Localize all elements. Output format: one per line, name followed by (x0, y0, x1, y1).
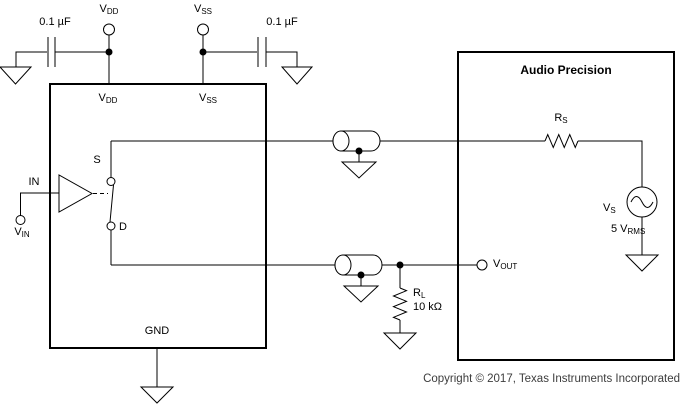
ac-source (624, 186, 660, 272)
device-ground (139, 348, 175, 404)
switch-drain-contact (106, 221, 116, 231)
terminal-circle (15, 215, 26, 225)
input-network (15, 174, 108, 225)
ground-symbol (342, 285, 380, 303)
rl-label: RL (413, 287, 426, 300)
top-signal-path (111, 133, 643, 187)
ground-symbol (0, 66, 33, 85)
audio-precision-box (457, 51, 675, 361)
vs-label: VS (603, 202, 616, 215)
cap-right-value-label: 0.1 µF (266, 16, 298, 28)
wire (15, 51, 47, 67)
junction-dot (105, 48, 113, 56)
capacitor-symbol (47, 37, 56, 67)
coax-end-ellipse (334, 254, 352, 276)
coax-cable-top (332, 130, 381, 179)
spdt-switch (106, 141, 116, 265)
rs-label: RS (554, 112, 568, 125)
wire (578, 140, 643, 187)
vss-terminal-label: VSS (193, 3, 213, 16)
vdd-terminal-label: VDD (99, 3, 119, 16)
d-pin-label: D (119, 221, 127, 233)
switch-arm (109, 184, 114, 223)
switch-source-contact (106, 177, 116, 186)
terminal-circle (103, 23, 115, 36)
wire (266, 51, 298, 67)
ground-symbol (280, 66, 314, 85)
terminal-circle (197, 23, 209, 36)
copyright-text: Copyright © 2017, Texas Instruments Inco… (423, 373, 680, 385)
vss-decoupling-network (203, 37, 314, 85)
vin-terminal-label: VIN (14, 226, 30, 239)
vout-terminal-circle (476, 259, 488, 271)
vss-pin-label: VSS (198, 92, 218, 105)
vdd-pin-label: VDD (98, 92, 118, 105)
vss-terminal (197, 23, 209, 83)
gnd-pin-label: GND (144, 325, 170, 337)
ground-symbol (139, 386, 175, 404)
s-pin-label: S (93, 154, 101, 166)
resistor-rl (392, 287, 408, 321)
resistor-rs (544, 133, 579, 149)
vdd-terminal (103, 23, 115, 83)
coax-cable-bottom (334, 254, 383, 303)
cap-left-value-label: 0.1 µF (39, 16, 71, 28)
capacitor-symbol (257, 37, 267, 67)
ground-symbol (340, 161, 378, 179)
sine-wave-icon (630, 196, 654, 208)
coax-end-ellipse (332, 130, 350, 152)
rl-value-label: 10 kΩ (413, 301, 443, 313)
audio-precision-title: Audio Precision (520, 63, 612, 77)
vs-value-label: 5 VRMS (611, 223, 646, 236)
buffer-triangle (58, 174, 94, 213)
device-box (49, 83, 267, 349)
vdd-decoupling-network (0, 37, 109, 85)
load-resistor-network (382, 261, 418, 350)
ground-symbol (382, 332, 418, 350)
vout-terminal-label: VOUT (493, 258, 518, 271)
in-pin-label: IN (28, 176, 40, 188)
ground-symbol (624, 254, 660, 272)
wire (20, 192, 59, 216)
